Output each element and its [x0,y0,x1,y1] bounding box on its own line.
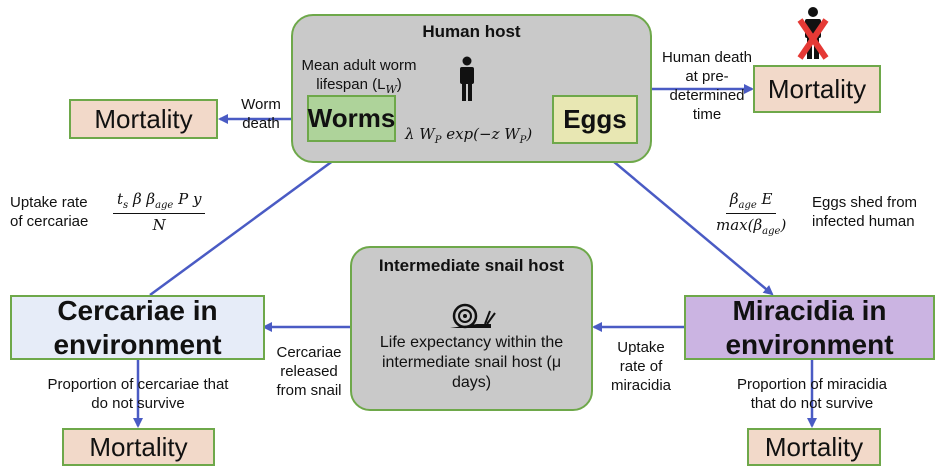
miracidia-box: Miracidia in environment [684,295,935,360]
crossed-person-icon [797,7,829,60]
worm-mortality-box: Mortality [69,99,218,139]
eggs-box: Eggs [552,95,638,144]
miracidia-mortality-box: Mortality [747,428,881,466]
human-death-label: Human death at pre-determined time [661,49,753,123]
egg-production-formula: λ WP exp(−z WP) [405,125,533,146]
person-icon [460,56,474,101]
worms-box: Worms [307,95,396,142]
human-host-title: Human host [422,22,521,41]
human-mortality-box: Mortality [753,65,881,113]
eggs-shed-label: Eggs shed from infected human [812,194,918,230]
arrow-cercariae-to-worms [149,139,362,297]
cercariae-mortality-box: Mortality [62,428,215,466]
uptake-cercariae-label: Uptake rate of cercariae [10,194,89,230]
worm-lifespan-label: Mean adult worm lifespan (LW) [301,57,417,96]
cercariae-survival-label: Proportion of cercariae that do not surv… [47,376,229,412]
eggs-shed-formula: βage E max(βage) [716,190,787,237]
cercariae-box: Cercariae in environment [10,295,265,360]
arrow-eggs-to-miracidia [594,145,774,296]
worm-death-label: Worm death [241,96,281,132]
snail-host-box [350,246,593,411]
snail-icon [450,303,496,329]
miracidia-uptake-label: Uptake rate of miracidia [610,339,671,394]
miracidia-survival-label: Proportion of miracidia that do not surv… [736,376,888,412]
snail-life-expectancy: Life expectancy within the intermediate … [379,334,564,391]
cercariae-released-label: Cercariae released from snail [276,344,342,399]
snail-host-title: Intermediate snail host [378,256,565,275]
uptake-cercariae-formula: ts β βage P y N [113,190,206,234]
